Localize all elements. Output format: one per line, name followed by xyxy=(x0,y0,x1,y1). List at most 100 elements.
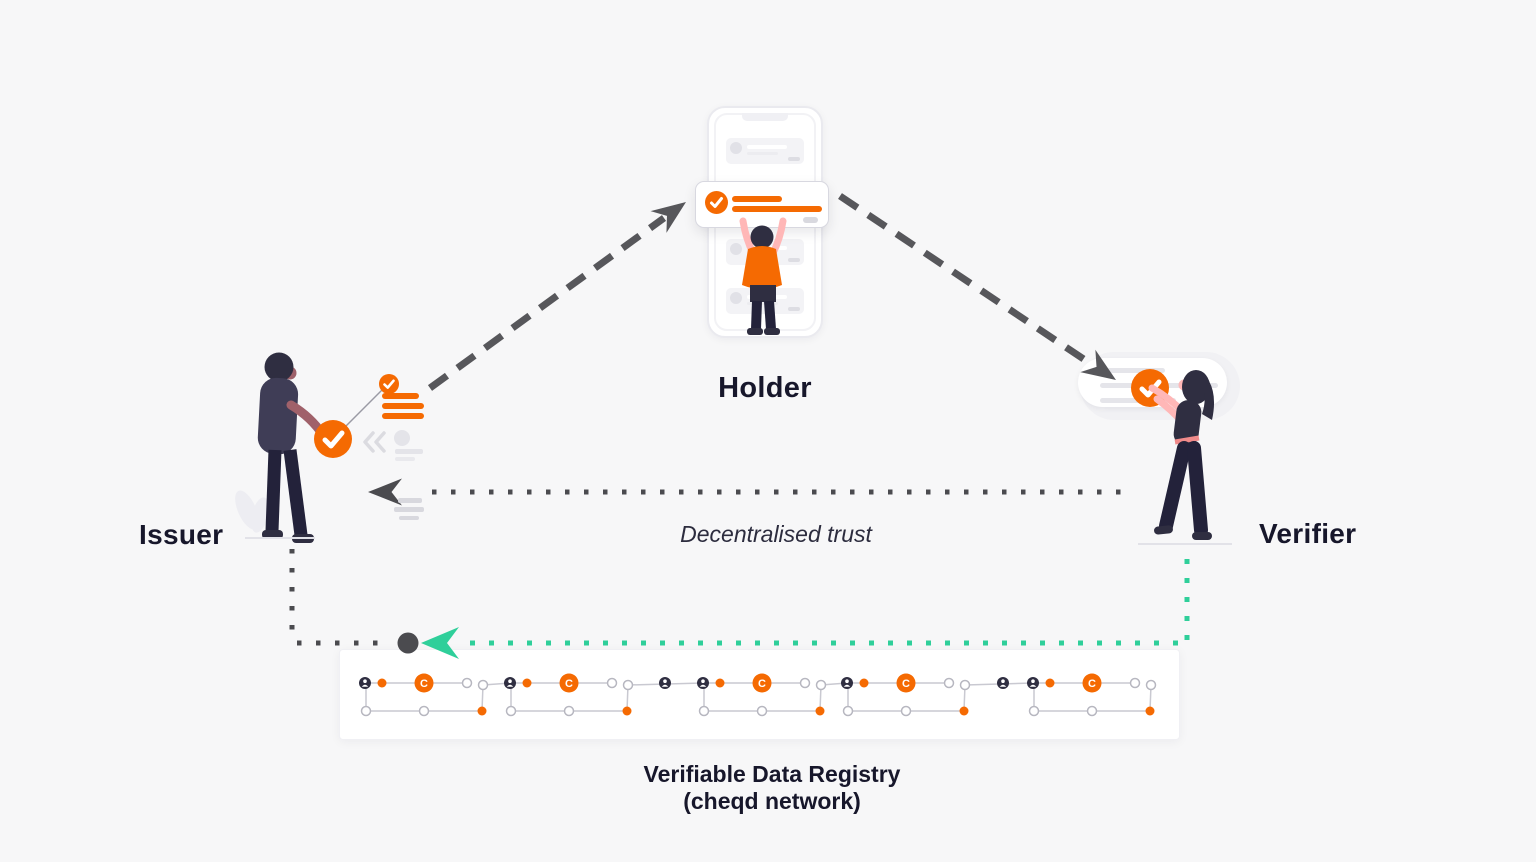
registry-subtitle: (cheqd network) xyxy=(683,788,861,814)
holder-shoe xyxy=(764,328,780,335)
phone-credential-card xyxy=(726,138,804,164)
verifier-torso xyxy=(1173,400,1202,447)
verifier-hair-strand xyxy=(1194,372,1215,420)
orange-dot-node xyxy=(622,706,632,716)
node-circle xyxy=(477,679,489,691)
highlighted-credential-card xyxy=(695,181,829,228)
avatar-placeholder xyxy=(394,430,410,446)
cheqd-c-icon xyxy=(414,673,434,693)
orange-dot-node xyxy=(1145,706,1155,716)
orange-dot-node xyxy=(377,678,387,688)
text-line-placeholder xyxy=(747,302,778,305)
credential-text-bar xyxy=(732,196,782,202)
orange-dot-node xyxy=(477,706,487,716)
node-circle xyxy=(363,679,367,683)
orange-dot-node xyxy=(959,706,969,716)
holder-label: Holder xyxy=(718,372,812,404)
issuer-legs xyxy=(265,449,308,536)
issuer-label: Issuer xyxy=(139,519,224,550)
node-circle xyxy=(842,705,854,717)
svg-text:C: C xyxy=(1088,678,1096,690)
node-circle xyxy=(845,679,849,683)
svg-text:C: C xyxy=(420,678,428,690)
node-circle xyxy=(505,705,517,717)
ghost-credential xyxy=(362,428,426,462)
holder-hips xyxy=(750,285,776,302)
small-check-badge-icon xyxy=(379,374,399,394)
node-circle xyxy=(508,679,512,683)
issuer-to-registry-dotted-line xyxy=(289,549,390,646)
registry-title: Verifiable Data Registry xyxy=(643,761,901,787)
credential-text-bar xyxy=(382,413,424,419)
orange-dot-node xyxy=(815,706,825,716)
node-circle xyxy=(943,677,955,689)
node-circle xyxy=(756,705,768,717)
holder-head xyxy=(750,225,774,249)
pill-placeholder xyxy=(788,258,800,262)
verifier-figure xyxy=(1148,370,1215,540)
registry-caption: Verifiable Data Registry (cheqd network) xyxy=(472,761,1072,815)
node-circle xyxy=(900,705,912,717)
node-circle xyxy=(1001,679,1005,683)
text-line-placeholder xyxy=(395,457,415,461)
double-chevron-left-icon xyxy=(363,431,386,453)
credential-text-bar xyxy=(382,403,424,409)
issuer-shoe xyxy=(292,534,314,543)
issuer-hair xyxy=(264,352,294,382)
orange-dot-node xyxy=(522,678,532,688)
node-circle xyxy=(959,679,971,691)
node-circle xyxy=(698,705,710,717)
node-circle xyxy=(1129,677,1141,689)
issuer-to-holder-arrow xyxy=(427,202,686,391)
cheqd-c-icon xyxy=(752,673,772,693)
node-circle xyxy=(563,705,575,717)
credential-text-bar xyxy=(382,393,419,399)
text-line-placeholder xyxy=(747,152,778,155)
node-circle xyxy=(606,677,618,689)
holder-figure xyxy=(739,217,787,335)
orange-dot-node xyxy=(1045,678,1055,688)
node-circle xyxy=(701,679,705,683)
node-circle xyxy=(815,679,827,691)
plant-decoration xyxy=(235,490,269,533)
registry-to-issuer-green-arrow xyxy=(421,547,1190,659)
issued-credential-lines xyxy=(382,393,424,423)
arrowhead-left-icon xyxy=(368,478,402,506)
node-circle xyxy=(1145,679,1157,691)
holder-shirt xyxy=(742,246,782,289)
pill-placeholder xyxy=(788,157,800,161)
verifier-legs xyxy=(1159,441,1208,537)
cheqd-c-icon xyxy=(1082,673,1102,693)
issuer-figure xyxy=(235,352,328,543)
node-circle xyxy=(1086,705,1098,717)
svg-text:C: C xyxy=(758,678,766,690)
credential-text-bar xyxy=(732,206,822,212)
avatar-placeholder xyxy=(730,142,742,154)
speed-lines xyxy=(394,498,424,520)
avatar-placeholder xyxy=(730,243,742,255)
holder-legs xyxy=(751,300,776,330)
verifier-belt xyxy=(1174,435,1200,445)
decentralised-trust-label: Decentralised trust xyxy=(680,521,872,547)
orange-dot-node xyxy=(859,678,869,688)
node-circle xyxy=(1028,705,1040,717)
verifier-shoe xyxy=(1154,525,1173,535)
node-circle xyxy=(1031,679,1035,683)
pill-placeholder xyxy=(788,307,800,311)
svg-text:C: C xyxy=(902,678,910,690)
orange-dot-node xyxy=(715,678,725,688)
verifier-shoe xyxy=(1192,532,1212,540)
issuer-torso xyxy=(257,377,299,455)
holder-shoe xyxy=(747,328,763,335)
cheqd-c-icon xyxy=(896,673,916,693)
verifier-label: Verifier xyxy=(1259,518,1357,549)
text-line-placeholder xyxy=(747,145,787,149)
avatar-placeholder xyxy=(730,292,742,304)
issuer-shoe xyxy=(262,530,283,539)
node-circle xyxy=(799,677,811,689)
cheqd-c-icon xyxy=(559,673,579,693)
verifier-to-issuer-dotted-line xyxy=(368,478,1126,520)
node-circle xyxy=(663,679,667,683)
